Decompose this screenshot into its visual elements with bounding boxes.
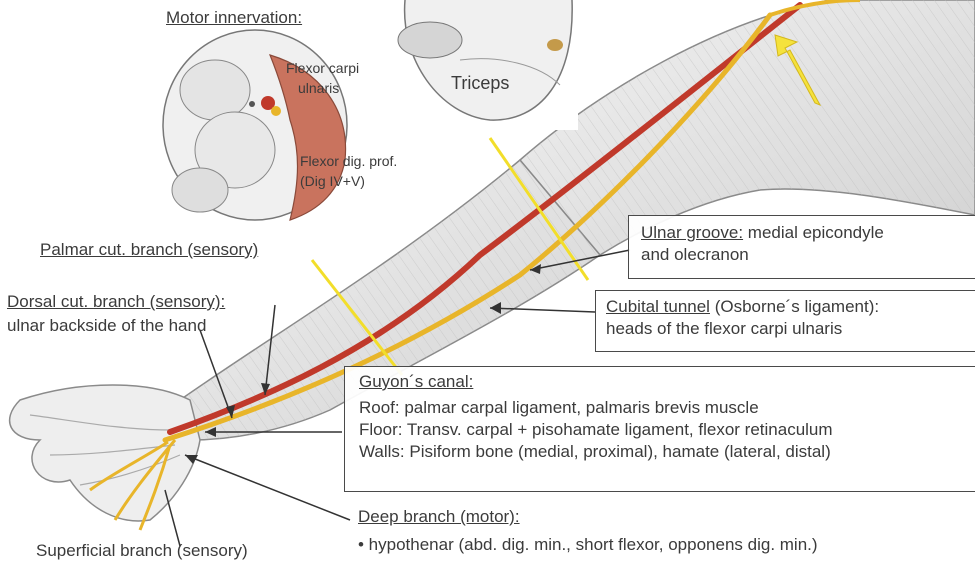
flexor-carpi-ulnaris-label-line2: ulnaris bbox=[298, 80, 340, 96]
guyon-canal-box: Guyon´s canal: Roof: palmar carpal ligam… bbox=[344, 366, 975, 492]
cubital-tunnel-title: Cubital tunnel bbox=[606, 297, 710, 316]
guyon-canal-walls: Walls: Pisiform bone (medial, proximal),… bbox=[359, 442, 831, 461]
guyon-canal-floor: Floor: Transv. carpal + pisohamate ligam… bbox=[359, 420, 833, 439]
guyon-canal-roof: Roof: palmar carpal ligament, palmaris b… bbox=[359, 398, 759, 417]
hand-nerve-branches bbox=[89, 439, 177, 531]
ulnar-groove-title-rest: medial epicondyle bbox=[743, 223, 884, 242]
dorsal-cut-branch-desc: ulnar backside of the hand bbox=[7, 316, 207, 335]
ulnar-groove-heading: Ulnar groove: medial epicondyle bbox=[641, 222, 975, 244]
triceps-inset-artwork bbox=[392, 0, 578, 130]
guyon-canal-title: Guyon´s canal: bbox=[359, 372, 474, 391]
motor-inset-artwork bbox=[162, 28, 357, 225]
ulnar-groove-desc: and olecranon bbox=[641, 245, 749, 264]
ulnar-nerve bbox=[162, 12, 773, 443]
ulnar-groove-box: Ulnar groove: medial epicondyle and olec… bbox=[628, 215, 975, 279]
nerve-highlight-arrow bbox=[774, 34, 822, 106]
pointer-line-triceps bbox=[488, 137, 590, 281]
cubital-tunnel-desc: heads of the flexor carpi ulnaris bbox=[606, 319, 843, 338]
cubital-tunnel-box: Cubital tunnel (Osborne´s ligament): hea… bbox=[595, 290, 975, 352]
flexor-dig-prof-label-line1: Flexor dig. prof. bbox=[300, 153, 398, 169]
triceps-label: Triceps bbox=[451, 73, 510, 93]
ulnar-nerve-branch bbox=[769, 0, 861, 17]
flexor-dig-prof-label-line2: (Dig IV+V) bbox=[300, 173, 365, 189]
motor-innervation-title: Motor innervation: bbox=[166, 8, 303, 27]
pointer-line-motor bbox=[310, 259, 404, 376]
palmar-cut-branch-label: Palmar cut. branch (sensory) bbox=[40, 240, 259, 259]
ulnar-groove-title: Ulnar groove: bbox=[641, 223, 744, 242]
dorsal-cut-branch-label: Dorsal cut. branch (sensory): bbox=[7, 292, 226, 311]
deep-branch-bullet: • hypothenar (abd. dig. min., short flex… bbox=[358, 535, 818, 554]
flexor-carpi-ulnaris-label-line1: Flexor carpi bbox=[286, 60, 360, 76]
deep-branch-title: Deep branch (motor): bbox=[358, 507, 520, 526]
cubital-tunnel-title-rest: (Osborne´s ligament): bbox=[709, 297, 880, 316]
cubital-tunnel-heading: Cubital tunnel (Osborne´s ligament): bbox=[606, 296, 975, 318]
